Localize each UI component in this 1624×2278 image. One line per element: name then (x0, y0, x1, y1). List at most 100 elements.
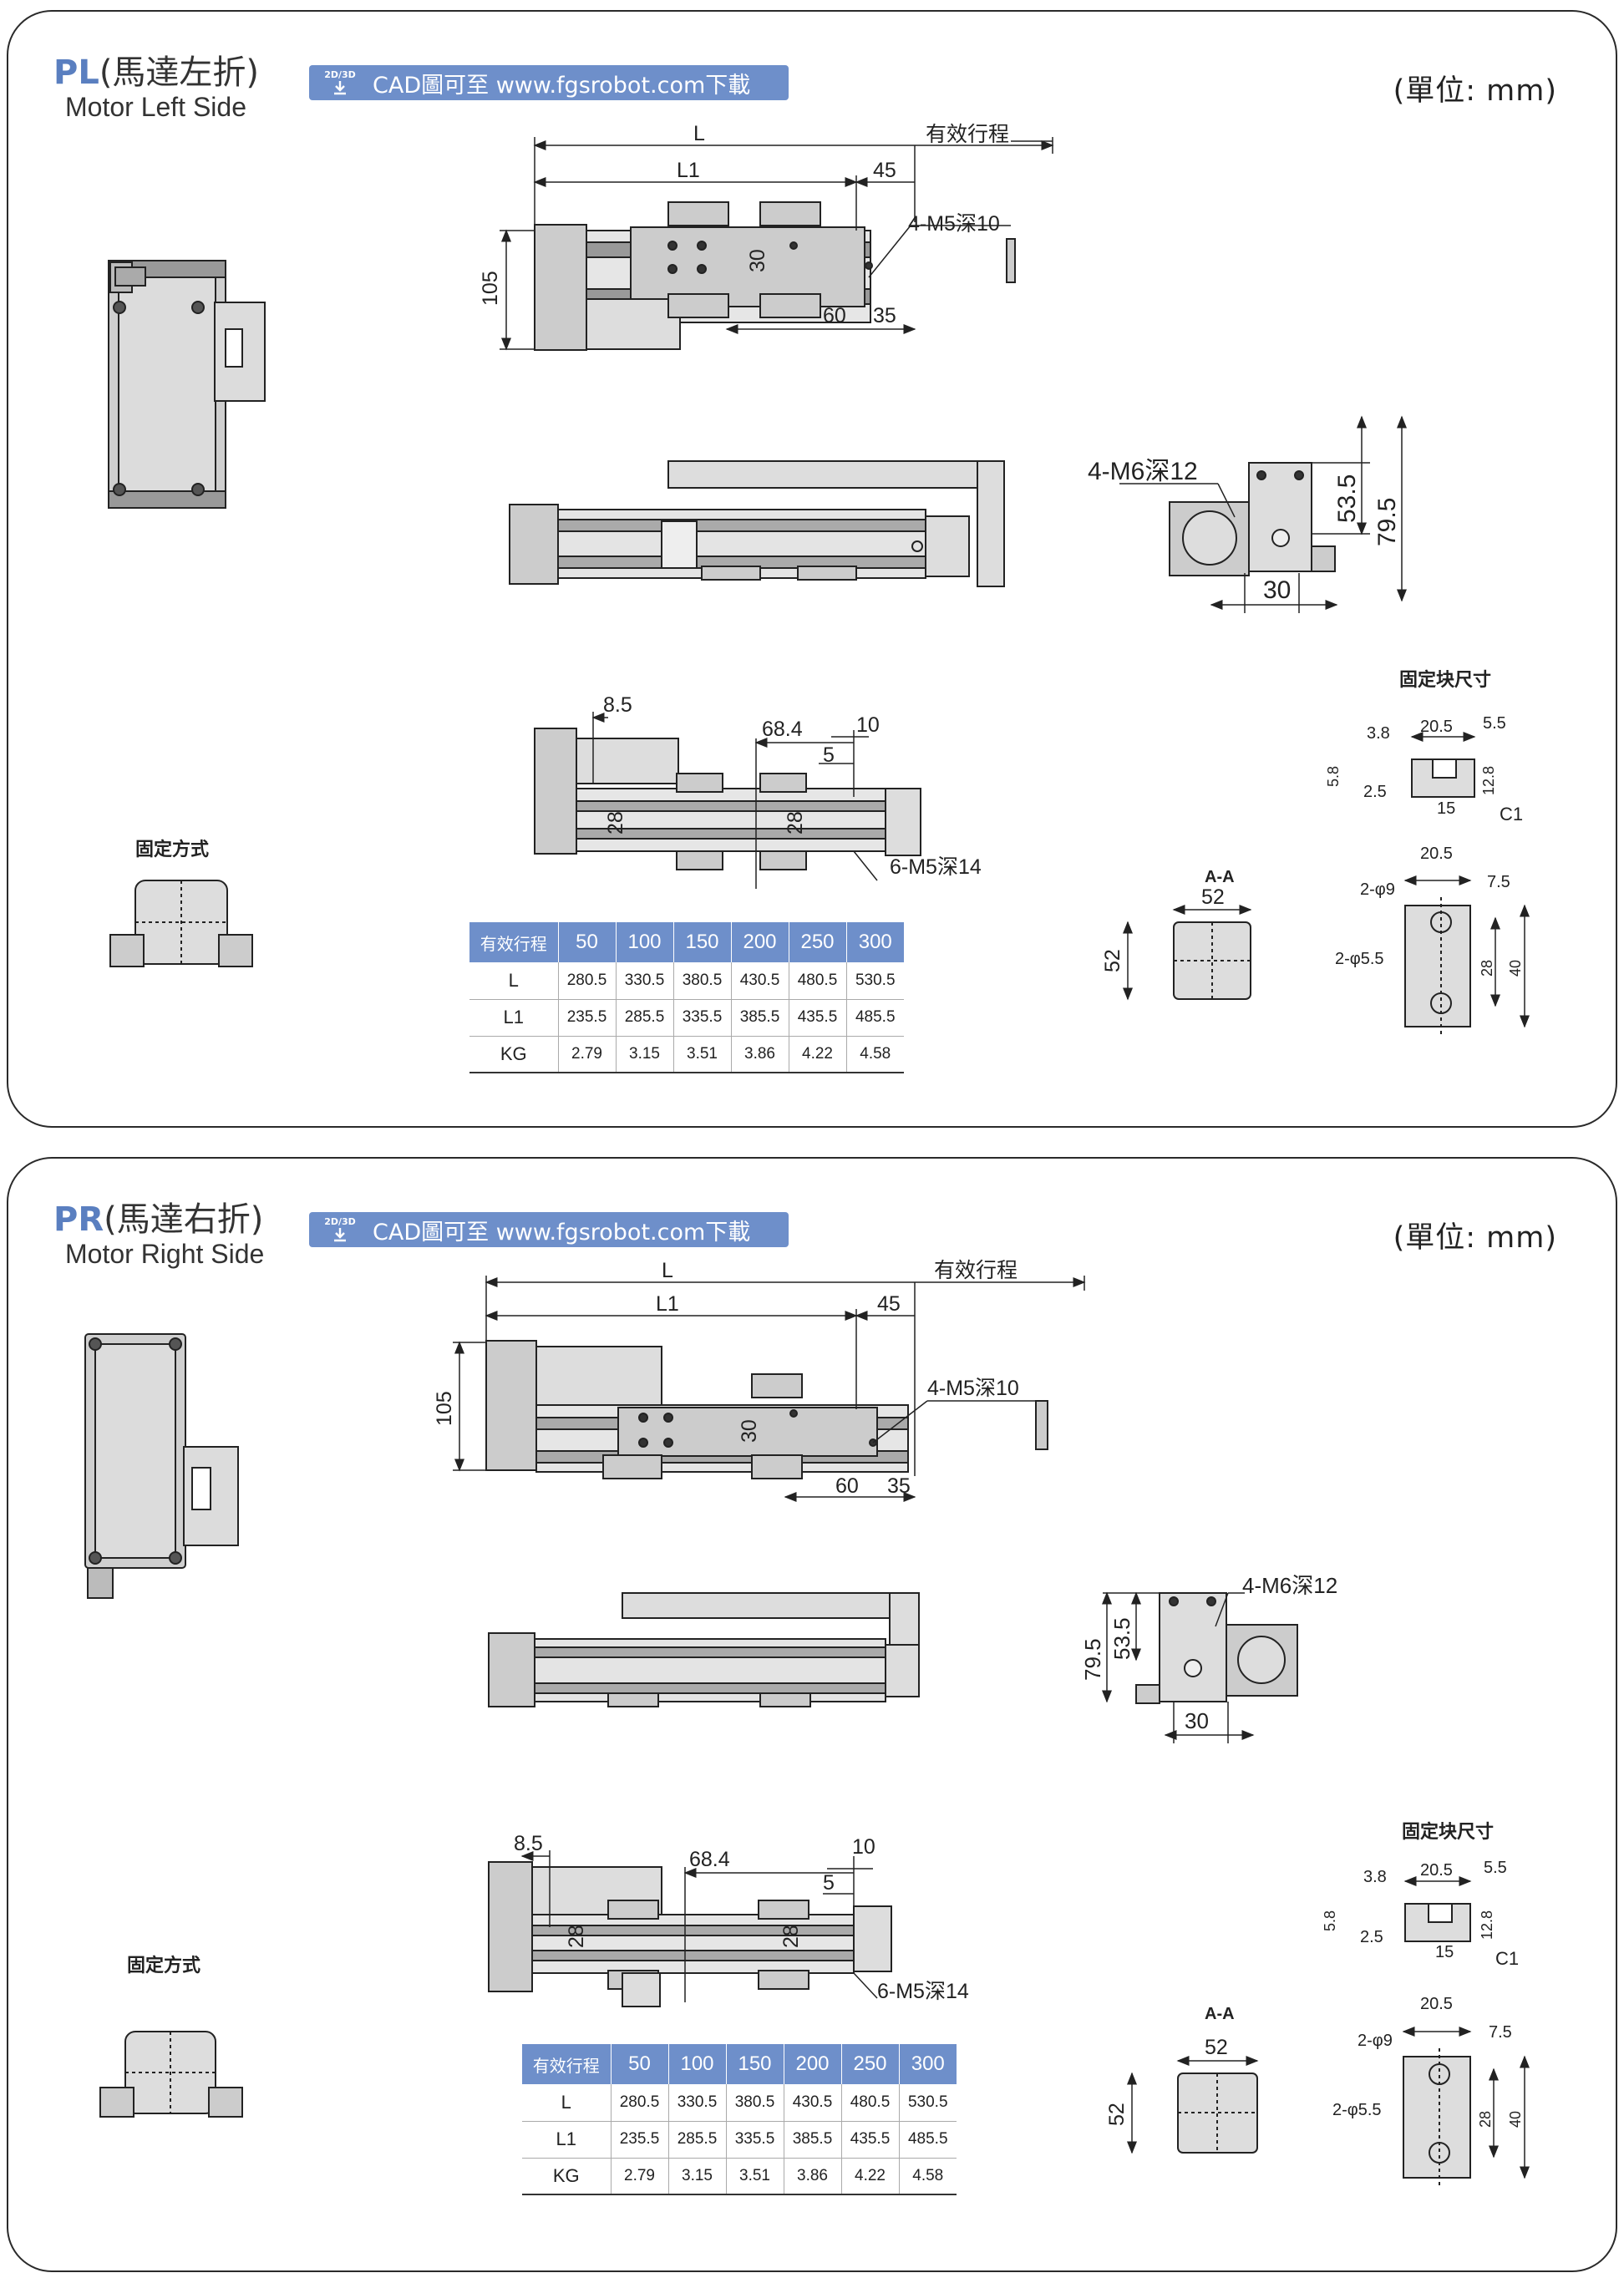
block-5-8: 5.8 (1322, 1910, 1338, 1931)
table-cell: 285.5 (668, 2121, 727, 2159)
table-cell: KG (469, 1036, 559, 1073)
table-cell: 4.58 (899, 2158, 957, 2195)
fixing-method-icon (99, 2031, 243, 2118)
table-cell: L (522, 2084, 612, 2122)
fixing-method-icon (109, 880, 253, 967)
block-2-5: 2.5 (1363, 783, 1387, 801)
section-title: PL(馬達左折) Motor Left Side (53, 45, 259, 123)
section-aa (1177, 2073, 1258, 2154)
table-cell: L1 (522, 2121, 612, 2159)
cad-link-text: CAD圖可至 www.fgsrobot.com下載 (373, 72, 751, 99)
block-2-5: 2.5 (1360, 1928, 1383, 1946)
table-row: L 280.5 330.5 380.5 430.5 480.5 530.5 (469, 962, 904, 1000)
top-view (534, 201, 1016, 351)
dim-l: L (693, 122, 705, 145)
cad-link-text: CAD圖可至 www.fgsrobot.com下載 (373, 1219, 751, 1246)
dim-stroke: 有效行程 (926, 123, 1009, 146)
section-aa (1173, 921, 1251, 1000)
section-title: PR(馬達右折) Motor Right Side (53, 1192, 264, 1270)
cad-badge: 2D/3D (324, 1216, 356, 1227)
table-cell: 3.51 (673, 1036, 732, 1073)
table-cell: 380.5 (726, 2084, 784, 2122)
table-cell: 380.5 (673, 962, 732, 1000)
table-cell: 335.5 (673, 999, 732, 1037)
table-header-row: 有效行程 50 100 150 200 250 300 (522, 2044, 957, 2084)
table-header-cell: 250 (789, 922, 847, 962)
table-cell: L1 (469, 999, 559, 1037)
table-cell: 435.5 (789, 999, 847, 1037)
technical-drawing: L L1 有效行程 45 105 30 60 35 4-M5深10 4-M6深1… (108, 122, 1530, 1035)
table-cell: 330.5 (668, 2084, 727, 2122)
table-cell: 485.5 (899, 2121, 957, 2159)
top-view (485, 1340, 1048, 1479)
download-icon: 2D/3D (321, 1217, 359, 1242)
table-cell: 485.5 (846, 999, 904, 1037)
table-cell: 285.5 (616, 999, 674, 1037)
spec-table: 有效行程 50 100 150 200 250 300 L 280.5 330.… (469, 922, 904, 1073)
block-dimension-label: 固定块尺寸 (1399, 670, 1492, 691)
block-c1: C1 (1495, 1948, 1519, 1969)
table-cell: 430.5 (731, 962, 789, 1000)
dim-m5-14: 6-M5深14 (890, 855, 982, 879)
title-zh: (馬達右折) (104, 1200, 264, 1239)
end-view (1135, 1592, 1298, 1704)
dim-10: 10 (852, 1835, 875, 1859)
aa-52: 52 (1205, 2036, 1228, 2059)
spec-table: 有效行程 50 100 150 200 250 300 L 280.5 330.… (522, 2044, 957, 2195)
dim-28b: 28 (784, 811, 807, 835)
table-header-cell: 150 (726, 2044, 784, 2084)
table-row: L1 235.5 285.5 335.5 385.5 435.5 485.5 (522, 2121, 957, 2159)
dim-8-5: 8.5 (514, 1832, 543, 1855)
plate-phi5-5: 2-φ5.5 (1335, 950, 1384, 968)
plate-40: 40 (1507, 960, 1524, 977)
dim-79-5: 79.5 (1080, 1638, 1105, 1681)
table-header-cell: 300 (846, 922, 904, 962)
aa-label: A-A (1205, 868, 1235, 886)
table-header-cell: 50 (558, 922, 617, 962)
dim-m5-10: 4-M5深10 (908, 212, 1000, 236)
dim-35: 35 (887, 1474, 911, 1498)
dim-105: 105 (433, 1391, 456, 1426)
table-cell: 4.22 (841, 2158, 900, 2195)
plate-phi5-5: 2-φ5.5 (1332, 2101, 1382, 2119)
title-zh: (馬達左折) (99, 53, 260, 92)
section-pl: PL(馬達左折) Motor Left Side 2D/3D CAD圖可至 ww… (7, 10, 1617, 1128)
table-header-cell: 有效行程 (469, 922, 559, 962)
table-cell: 335.5 (726, 2121, 784, 2159)
table-cell: L (469, 962, 559, 1000)
cad-download-banner[interactable]: 2D/3D CAD圖可至 www.fgsrobot.com下載 (309, 1212, 789, 1247)
table-cell: 3.86 (731, 1036, 789, 1073)
dim-79-5: 79.5 (1373, 498, 1401, 546)
block-3-8: 3.8 (1363, 1868, 1387, 1886)
plate-28: 28 (1479, 960, 1495, 977)
table-header-cell: 150 (673, 922, 732, 962)
end-view (1169, 462, 1336, 576)
table-cell: 330.5 (616, 962, 674, 1000)
block-dimension-drawing (1404, 758, 1475, 1035)
block-5-8: 5.8 (1325, 766, 1342, 787)
table-cell: 235.5 (558, 999, 617, 1037)
table-header-cell: 50 (611, 2044, 669, 2084)
table-cell: 280.5 (558, 962, 617, 1000)
dim-60: 60 (835, 1474, 859, 1498)
table-header-cell: 250 (841, 2044, 900, 2084)
dim-l1: L1 (656, 1292, 679, 1316)
table-cell: 2.79 (558, 1036, 617, 1073)
section-pr: PR(馬達右折) Motor Right Side 2D/3D CAD圖可至 w… (7, 1157, 1617, 2272)
title-subtitle: Motor Right Side (65, 1239, 265, 1269)
side-view-motor (108, 260, 266, 509)
dim-45: 45 (873, 159, 896, 182)
plate-28: 28 (1477, 2111, 1494, 2128)
table-cell: 385.5 (784, 2121, 842, 2159)
dim-53-5: 53.5 (1109, 1617, 1134, 1660)
unit-label: (單位: mm) (1393, 1221, 1557, 1255)
block-dimension-drawing (1403, 1903, 1471, 2186)
aa-52: 52 (1201, 885, 1225, 909)
table-header-cell: 200 (784, 2044, 842, 2084)
table-cell: 3.86 (784, 2158, 842, 2195)
table-header-cell: 200 (731, 922, 789, 962)
block-12-8: 12.8 (1480, 766, 1497, 795)
cad-download-banner[interactable]: 2D/3D CAD圖可至 www.fgsrobot.com下載 (309, 65, 789, 100)
table-cell: 430.5 (784, 2084, 842, 2122)
dim-30b: 30 (1263, 576, 1291, 604)
